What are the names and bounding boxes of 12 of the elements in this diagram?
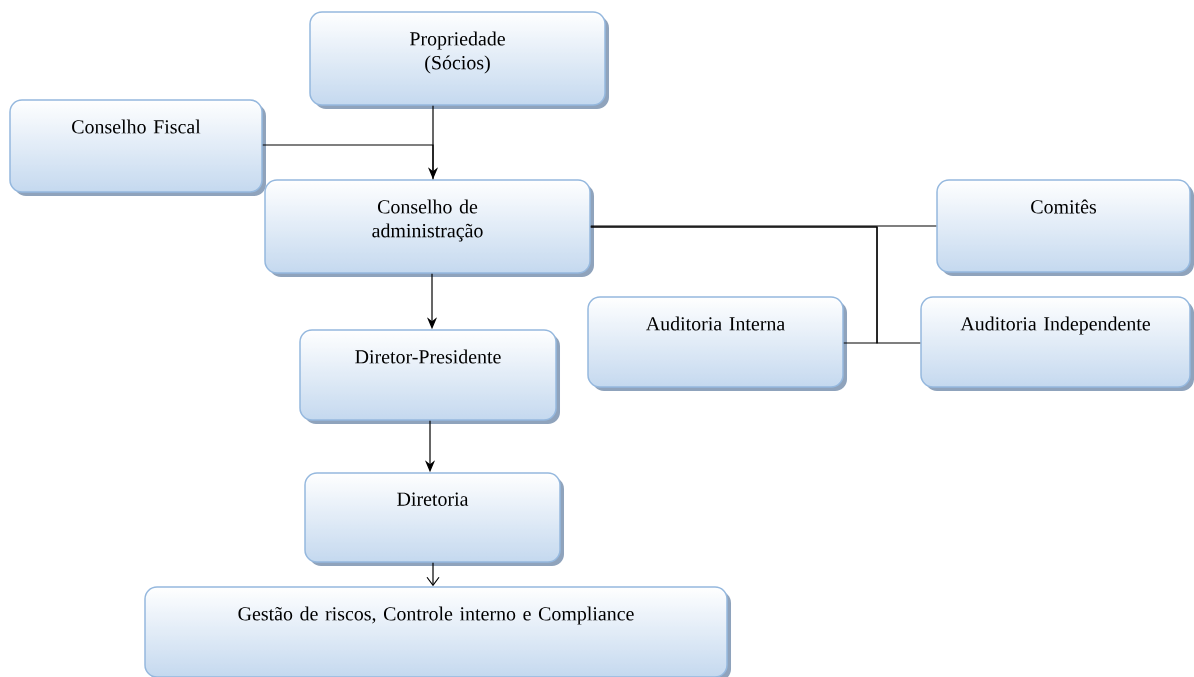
org-box: Conselho de administração [264,179,594,277]
org-box: Conselho Fiscal [9,99,266,196]
org-box: Auditoria Independente [920,296,1194,391]
org-box: Diretoria [304,472,564,566]
connector-line [590,225,937,227]
arrow [426,562,440,587]
org-box: Auditoria Interna [587,296,847,391]
org-box: Propriedade (Sócios) [309,11,609,109]
org-box: Comitês [936,179,1194,276]
connector-line [262,144,434,180]
org-box: Diretor-Presidente [299,329,560,424]
org-box: Gestão de riscos, Controle interno e Compliance [144,586,731,677]
